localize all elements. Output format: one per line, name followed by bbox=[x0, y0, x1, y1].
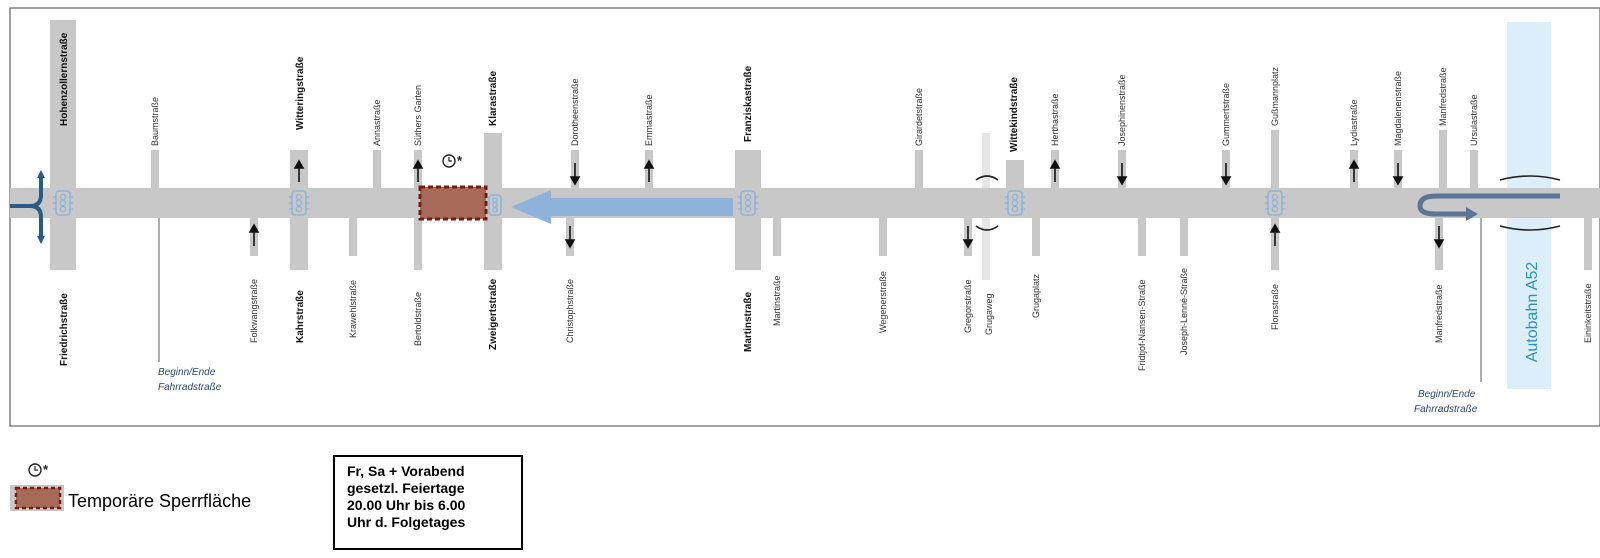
street-stub bbox=[1439, 130, 1447, 188]
clock-icon bbox=[442, 154, 456, 168]
street-stub bbox=[735, 218, 761, 270]
street-label: Fridtjof-Nansen-Straße bbox=[1137, 279, 1147, 371]
u-turn-arrowhead bbox=[1466, 207, 1478, 221]
street-stub bbox=[50, 20, 76, 188]
street-stub bbox=[1470, 150, 1478, 188]
street-label: Joseph-Lenné-Straße bbox=[1179, 268, 1189, 355]
street-label: Krawehlstraße bbox=[348, 280, 358, 338]
street-label: Bertoldstraße bbox=[413, 292, 423, 346]
street-stub bbox=[879, 218, 887, 256]
closure-time-box: Fr, Sa + Vorabend gesetzl. Feiertage 20.… bbox=[333, 455, 523, 550]
legend-asterisk: * bbox=[43, 462, 49, 477]
traffic-light-icon bbox=[1005, 190, 1025, 216]
street-stub bbox=[915, 150, 923, 188]
bike-marker-text: Beginn/Ende bbox=[1418, 389, 1476, 400]
traffic-signals bbox=[53, 190, 1285, 216]
one-way-arrows bbox=[248, 159, 1445, 249]
street-stub bbox=[773, 218, 781, 256]
street-label: Gußmannplatz bbox=[1270, 66, 1280, 126]
street-label: Manfredstraße bbox=[1438, 67, 1448, 126]
street-label: Girardetstraße bbox=[914, 88, 924, 146]
traffic-light-icon bbox=[488, 194, 502, 216]
street-stub bbox=[373, 150, 381, 188]
traffic-direction-arrow bbox=[511, 190, 733, 224]
bridge-brackets bbox=[975, 175, 1561, 231]
traffic-light-icon bbox=[289, 190, 309, 216]
street-label: Magdalenenstraße bbox=[1393, 71, 1403, 146]
bike-marker-text: Beginn/Ende bbox=[158, 367, 216, 378]
street-label: Gummertstraße bbox=[1221, 83, 1231, 146]
street-stub bbox=[1584, 218, 1592, 270]
street-label: Emmastraße bbox=[644, 94, 654, 146]
street-label: Klarastraße bbox=[488, 71, 499, 126]
street-stub bbox=[290, 218, 308, 270]
street-label: Kahrstraße bbox=[295, 290, 306, 343]
street-label: Wittekindstraße bbox=[1009, 77, 1020, 152]
left-junction-arrows bbox=[10, 170, 45, 244]
u-turn-arrow bbox=[1417, 193, 1560, 217]
street-label: Friedrichstraße bbox=[59, 293, 70, 366]
traffic-light-icon bbox=[53, 190, 73, 216]
street-stub bbox=[1271, 130, 1279, 188]
street-label: Eininkeitstraße bbox=[1583, 283, 1593, 343]
legend-closure-swatch bbox=[14, 486, 62, 510]
street-label: Florastraße bbox=[1270, 284, 1280, 330]
street-label: Ursulastraße bbox=[1469, 94, 1479, 146]
street-stub bbox=[1180, 218, 1188, 256]
street-label: Martinstraße bbox=[743, 292, 754, 352]
street-label: Martinstraße bbox=[772, 275, 782, 326]
street-label: Lydiastraße bbox=[1349, 99, 1359, 146]
street-stub bbox=[484, 218, 502, 270]
street-label: Josephinenstraße bbox=[1117, 74, 1127, 146]
street-stub bbox=[1138, 218, 1146, 256]
street-label: Süthers Garten bbox=[413, 85, 423, 146]
street-label: Folkwangstraße bbox=[249, 279, 259, 343]
autobahn-label: Autobahn A52 bbox=[1524, 262, 1541, 363]
street-label: Annastraße bbox=[372, 99, 382, 146]
info-line: gesetzl. Feiertage bbox=[347, 480, 465, 496]
street-labels-top: Hohenzollernstraße Baumstraße Witterings… bbox=[59, 32, 1479, 152]
street-stub bbox=[151, 150, 159, 188]
street-label: Dorotheenstraße bbox=[570, 78, 580, 146]
info-line: Fr, Sa + Vorabend bbox=[347, 463, 465, 479]
street-stub bbox=[484, 133, 502, 188]
street-labels-bottom: Friedrichstraße Folkwangstraße Kahrstraß… bbox=[59, 268, 1593, 371]
legend-clock-icon bbox=[28, 463, 42, 477]
street-stub bbox=[1006, 160, 1024, 188]
traffic-light-icon bbox=[1265, 190, 1285, 216]
bike-marker-text: Fahrradstraße bbox=[1414, 404, 1478, 415]
street-label: Baumstraße bbox=[150, 97, 160, 146]
street-stub bbox=[735, 150, 761, 188]
street-label: Grugaweg bbox=[984, 293, 994, 335]
street-label: Christophstraße bbox=[565, 279, 575, 343]
street-label: Hohenzollernstraße bbox=[59, 32, 70, 126]
info-line: 20.00 Uhr bis 6.00 bbox=[347, 497, 466, 513]
info-line: Uhr d. Folgetages bbox=[347, 514, 466, 530]
street-label: Grugaplatz bbox=[1031, 273, 1041, 318]
bike-marker-text: Fahrradstraße bbox=[158, 382, 222, 393]
street-label: Herthastraße bbox=[1050, 93, 1060, 146]
street-stub bbox=[50, 218, 76, 270]
street-label: Zweigertstraße bbox=[488, 278, 499, 350]
closure-asterisk: * bbox=[457, 153, 463, 168]
street-stub bbox=[1032, 218, 1040, 256]
street-label: Wegenerstraße bbox=[878, 271, 888, 333]
legend-label: Temporäre Sperrfläche bbox=[68, 491, 252, 511]
traffic-light-icon bbox=[738, 190, 758, 216]
temporary-closure-area bbox=[418, 185, 488, 221]
street-label: Gregorstraße bbox=[963, 279, 973, 333]
street-label: Manfredstraße bbox=[1434, 284, 1444, 343]
main-road bbox=[10, 188, 1600, 218]
street-stub bbox=[414, 218, 422, 270]
street-label: Franziskastraße bbox=[743, 65, 754, 142]
street-stub bbox=[349, 218, 357, 256]
street-label: Witteringstraße bbox=[295, 56, 306, 130]
